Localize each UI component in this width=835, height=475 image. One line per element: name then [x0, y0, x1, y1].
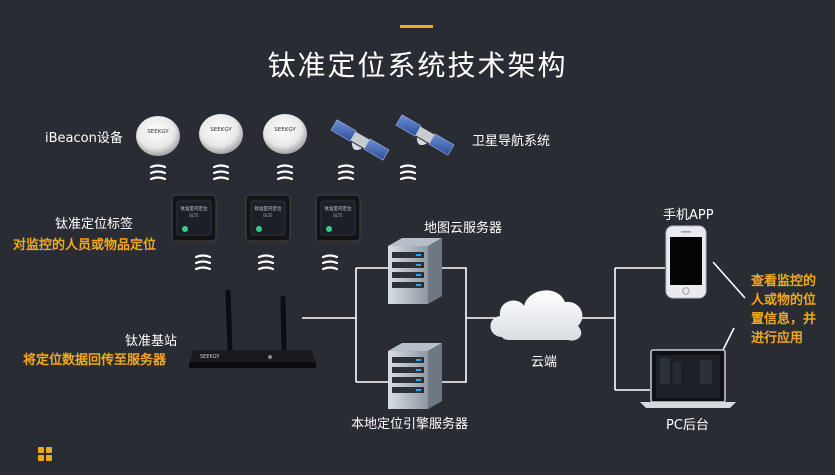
grid-menu-icon[interactable] [38, 447, 52, 461]
base-station-icon: SEEKGY [189, 289, 316, 368]
usage-note-line: 置信息，并 [751, 312, 817, 327]
svg-text:钛准室内定位: 钛准室内定位 [181, 205, 208, 212]
title-accent-bar [400, 25, 433, 28]
connection-lines [302, 261, 746, 391]
local-server-icon [388, 343, 442, 409]
tag-icon: 钛准室内定位 BLTE [245, 194, 291, 242]
satellite-icon [330, 119, 390, 161]
svg-text:BLTE: BLTE [333, 213, 343, 218]
usage-note-line: 人或物的位 [751, 293, 817, 308]
cloud-label: 云端 [531, 355, 558, 370]
base-station-sublabel: 将定位数据回传至服务器 [23, 353, 167, 368]
laptop-icon [640, 349, 736, 408]
tag-sublabel: 对监控的人员或物品定位 [13, 238, 157, 253]
svg-text:钛准室内定位: 钛准室内定位 [255, 205, 282, 212]
page-title: 钛准定位系统技术架构 [267, 49, 568, 82]
usage-note-line: 进行应用 [751, 331, 804, 346]
svg-text:SEEKGY: SEEKGY [274, 127, 296, 133]
satellite-icon [395, 114, 455, 156]
cloud-icon [490, 290, 583, 341]
svg-text:SEEKGY: SEEKGY [147, 129, 169, 135]
usage-note: 查看监控的 人或物的位 置信息，并 进行应用 [751, 272, 816, 348]
satellite-label: 卫星导航系统 [472, 134, 551, 149]
map-server-label: 地图云服务器 [424, 221, 503, 236]
svg-text:SEEKGY: SEEKGY [210, 127, 232, 133]
tag-icon: 钛准室内定位 BLTE [171, 194, 217, 242]
mobile-app-label: 手机APP [663, 208, 714, 223]
tag-devices: 钛准室内定位 BLTE 钛准室内定位 BLTE 钛准室内定位 BLTE [171, 194, 361, 242]
phone-icon [665, 225, 707, 299]
svg-text:BLTE: BLTE [263, 213, 273, 218]
signal-waves [149, 164, 417, 271]
beacon-icon: SEEKGY [199, 114, 243, 154]
tag-label: 钛准定位标签 [55, 217, 134, 232]
local-server-label: 本地定位引擎服务器 [351, 417, 469, 432]
beacon-devices: SEEKGY SEEKGY SEEKGY [136, 114, 307, 156]
usage-note-line: 查看监控的 [751, 274, 817, 289]
tag-icon: 钛准室内定位 BLTE [315, 194, 361, 242]
beacon-icon: SEEKGY [263, 114, 307, 154]
beacon-icon: SEEKGY [136, 116, 180, 156]
map-server-icon [388, 238, 442, 304]
base-station-label: 钛准基站 [125, 334, 178, 349]
svg-text:SEEKGY: SEEKGY [200, 354, 220, 360]
pc-label: PC后台 [666, 418, 709, 433]
beacon-label: iBeacon设备 [45, 131, 123, 146]
svg-text:钛准室内定位: 钛准室内定位 [325, 205, 352, 212]
svg-text:BLTE: BLTE [189, 213, 199, 218]
